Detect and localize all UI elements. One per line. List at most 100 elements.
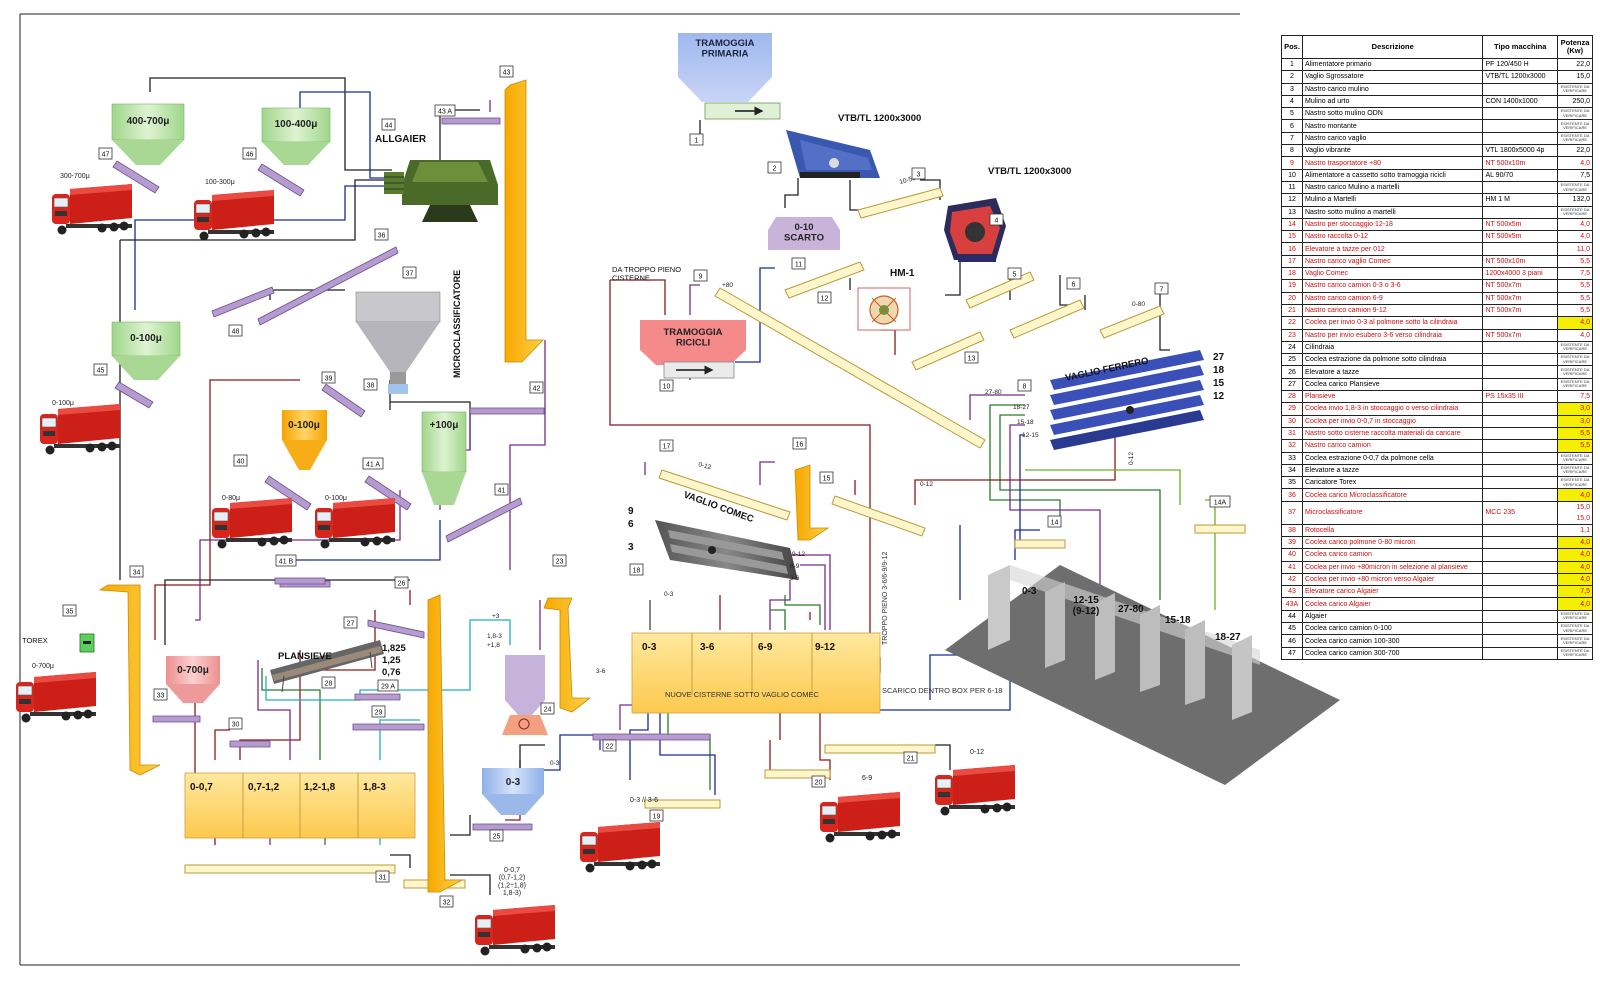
row-pos: 45	[1281, 622, 1303, 636]
torex-loader	[79, 633, 95, 653]
position-tag-text: 30	[232, 722, 240, 729]
row-descrizione: Nastro sotto mulino ODN	[1301, 107, 1484, 121]
row-descrizione: Coclea carico Plansieve	[1301, 377, 1484, 392]
position-tag-36: 36	[374, 228, 389, 241]
row-potenza: 22,0	[1557, 144, 1593, 158]
row-pos: 5	[1281, 107, 1303, 121]
row-pos: 23	[1281, 328, 1303, 342]
position-tag-text: 24	[544, 707, 552, 714]
bay-15-18: 15-18	[1165, 615, 1191, 626]
position-tag-1: 1	[689, 133, 704, 146]
row-potenza: ESISTENTE DA VERIFICARE	[1557, 634, 1593, 648]
position-tag-text: 23	[556, 559, 564, 566]
allgaier-label: ALLGAIER	[375, 134, 427, 145]
row-tipo: VTB/TL 1200x3000	[1482, 70, 1559, 84]
row-tipo: CON 1400x1000	[1482, 94, 1559, 109]
bay-27-80: 27-80	[1118, 604, 1144, 615]
hammer-mill	[857, 287, 911, 331]
truck-47-label: 300-700μ	[60, 173, 90, 180]
position-tag-34: 34	[129, 565, 144, 578]
row-potenza: 4,0	[1557, 230, 1593, 244]
position-tag-text: 41 A	[366, 462, 380, 469]
position-tag-29: 29	[371, 705, 386, 718]
row-potenza: ESISTENTE DA VERIFICARE	[1557, 82, 1593, 96]
row-potenza: ESISTENTE DA VERIFICARE	[1557, 451, 1593, 465]
row-potenza: 7,5	[1557, 267, 1593, 281]
position-tag-text: 47	[102, 152, 110, 159]
row-descrizione: Nastro carico Mulino a martelli	[1301, 180, 1484, 195]
impact-mill	[944, 198, 1006, 262]
augers	[112, 117, 711, 831]
row-pos: 14	[1281, 217, 1303, 232]
cisterne-comec-labels: 0-3 3-6 6-9 9-12	[642, 642, 835, 653]
position-tag-text: 38	[367, 383, 375, 390]
row-descrizione: Nastro carico camion	[1301, 439, 1484, 453]
row-descrizione: Mulino ad urto	[1301, 94, 1484, 109]
position-tag-text: 7	[1160, 287, 1164, 294]
row-descrizione: Nastro carico camion 0-3 o 3-6	[1301, 279, 1484, 293]
position-tag-3: 3	[911, 167, 926, 180]
cist-comec-6-9: 6-9	[758, 642, 773, 653]
row-pos: 9	[1281, 156, 1303, 170]
position-tag-text: 28	[325, 681, 333, 688]
position-tag-text: 36	[378, 233, 386, 240]
position-tag-text: 1	[695, 138, 699, 145]
position-tag-text: 4	[995, 218, 999, 225]
position-tag-24: 24	[540, 702, 555, 715]
position-tag-text: 14	[1051, 520, 1059, 527]
row-potenza: 4,0	[1557, 535, 1593, 550]
text-line: (0,7-1,2)	[499, 875, 525, 882]
position-tag-text: 26	[398, 581, 406, 588]
tank-0-100-left: 0-100μ	[111, 321, 181, 380]
row-descrizione: Nastro carico vaglio	[1301, 131, 1484, 146]
position-tag-text: 8	[1023, 384, 1027, 391]
header-potenza: Potenza (Kw)	[1557, 35, 1593, 59]
row-potenza: 15,0 15,0	[1557, 500, 1593, 525]
position-tag-text: 41 B	[279, 559, 294, 566]
row-potenza: 4,0	[1557, 156, 1593, 170]
row-tipo	[1482, 476, 1559, 490]
plansieve-size-1: 1,825	[382, 643, 406, 654]
flow-plus-3: +3	[492, 613, 500, 620]
row-descrizione: Coclea per invio 0-3 al polmone sotto la…	[1301, 316, 1484, 330]
row-potenza: 4,0	[1557, 328, 1593, 342]
truck-45-label: 0-100μ	[52, 400, 74, 407]
row-tipo	[1482, 597, 1559, 611]
position-tag-text: 35	[66, 609, 74, 616]
position-tag-text: 34	[133, 570, 141, 577]
row-tipo	[1482, 548, 1559, 562]
position-tag-42: 42	[529, 381, 544, 394]
plansieve-machine	[270, 640, 384, 693]
truck-46	[193, 189, 275, 241]
row-descrizione: Vaglio Comec	[1301, 267, 1484, 281]
position-tag-25: 25	[489, 829, 504, 842]
row-potenza: 22,0	[1557, 57, 1593, 72]
row-potenza: 15,0	[1557, 70, 1593, 84]
position-tag-14a: 14A	[1209, 495, 1231, 508]
row-pos: 13	[1281, 205, 1303, 219]
truck-35-label: 0-700μ	[32, 663, 54, 670]
row-tipo: NT 500x5m	[1482, 230, 1559, 244]
row-pos: 20	[1281, 291, 1303, 305]
row-potenza: 5,5	[1557, 303, 1593, 318]
box-bay-labels: 0-3 12-15(9-12) 27-80 15-18 18-27	[1022, 586, 1241, 643]
plansieve-size-3: 0,76	[382, 667, 401, 678]
row-potenza: 3,0	[1557, 402, 1593, 416]
position-tag-5: 5	[1007, 267, 1022, 280]
row-tipo	[1482, 439, 1559, 453]
row-descrizione: Rotocella	[1301, 523, 1484, 537]
row-potenza: 5,5	[1557, 426, 1593, 441]
row-tipo	[1482, 622, 1559, 636]
comec-size-3: 3	[628, 542, 634, 553]
position-tag-text: 40	[237, 459, 245, 466]
row-tipo: MCC 235	[1482, 500, 1559, 525]
